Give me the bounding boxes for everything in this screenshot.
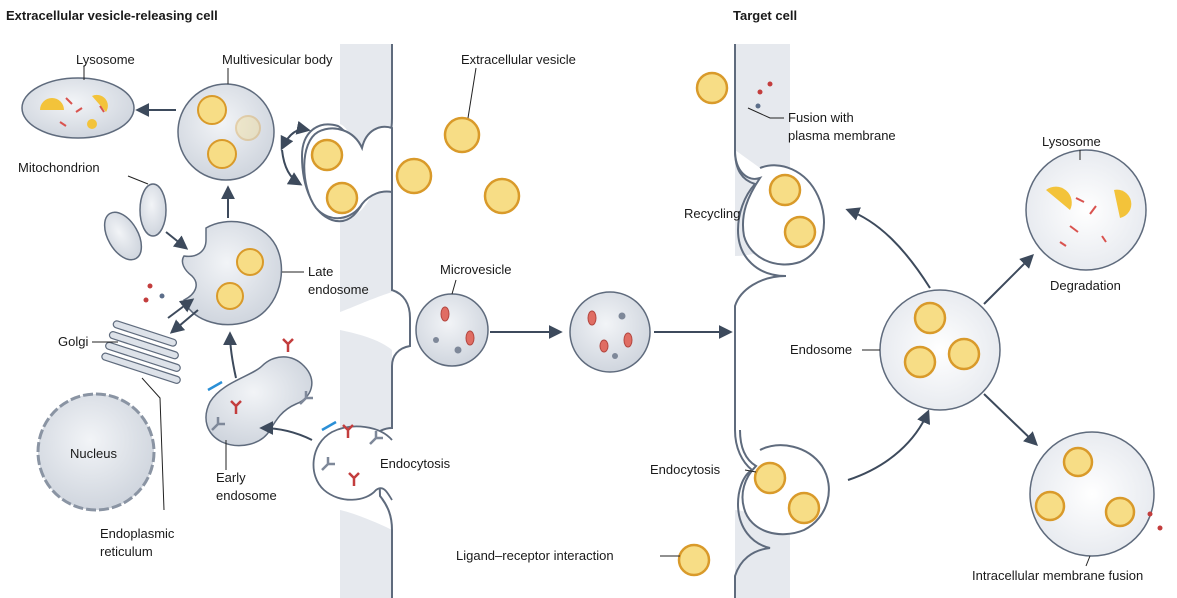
label-early-endosome-1: Early xyxy=(216,470,246,485)
label-endocytosis-left: Endocytosis xyxy=(380,456,451,471)
target-cell-header: Target cell xyxy=(733,8,797,23)
microvesicle-free xyxy=(569,291,651,373)
early-endosome xyxy=(205,356,313,447)
lysosome-left xyxy=(21,77,135,139)
cytoplasm-particles xyxy=(143,81,1163,531)
label-fusion-2: plasma membrane xyxy=(788,128,896,143)
receptors xyxy=(207,338,383,486)
microvesicle-budding xyxy=(415,293,489,367)
lysosome-fragments xyxy=(59,97,105,127)
lysosome-right-debris xyxy=(1046,186,1072,210)
microvesicle-cargo xyxy=(440,306,633,353)
target-cell-membrane-line xyxy=(734,44,787,598)
releasing-cell-header: Extracellular vesicle-releasing cell xyxy=(6,8,218,23)
lysosome-right-debris xyxy=(1114,189,1132,218)
label-endosome: Endosome xyxy=(790,342,852,357)
label-mitochondrion: Mitochondrion xyxy=(18,160,100,175)
label-endocytosis-right: Endocytosis xyxy=(650,462,721,477)
fusion-organelle-vesicles xyxy=(1034,446,1136,528)
microvesicle-dots xyxy=(433,312,626,359)
target-recycling-pocket xyxy=(734,149,825,266)
label-fusion-1: Fusion with xyxy=(788,110,854,125)
label-intracellular-fusion: Intracellular membrane fusion xyxy=(972,568,1143,583)
label-late-endosome-2: endosome xyxy=(308,282,369,297)
label-extracellular-vesicle: Extracellular vesicle xyxy=(461,52,576,67)
late-endosome-vesicles xyxy=(216,248,264,310)
label-lysosome-left: Lysosome xyxy=(76,52,135,67)
label-lysosome-right: Lysosome xyxy=(1042,134,1101,149)
extracellular-vesicles xyxy=(310,71,821,577)
label-multivesicular-body: Multivesicular body xyxy=(222,52,333,67)
lysosome-debris xyxy=(87,119,97,129)
leader-lines xyxy=(83,66,1091,567)
label-early-endosome-2: endosome xyxy=(216,488,277,503)
pathway-arrows xyxy=(135,103,1039,481)
label-recycling: Recycling xyxy=(684,206,740,221)
target-endosome-vesicles xyxy=(903,301,981,379)
label-degradation: Degradation xyxy=(1050,278,1121,293)
label-late-endosome-1: Late xyxy=(308,264,333,279)
label-microvesicle: Microvesicle xyxy=(440,262,512,277)
mitochondrion-1 xyxy=(139,183,167,237)
mvb-intraluminal-vesicles xyxy=(197,95,261,169)
label-golgi: Golgi xyxy=(58,334,88,349)
label-er-2: reticulum xyxy=(100,544,153,559)
label-nucleus: Nucleus xyxy=(70,446,117,461)
lysosome-debris xyxy=(92,94,108,112)
lysosome-right xyxy=(1025,149,1147,271)
endocytic-pocket-left xyxy=(312,425,393,501)
label-er-1: Endoplasmic xyxy=(100,526,175,541)
lysosome-debris xyxy=(40,98,64,110)
mitochondrion-2 xyxy=(103,211,143,261)
label-ligand-receptor: Ligand–receptor interaction xyxy=(456,548,614,563)
nucleus xyxy=(36,392,156,512)
lysosome-right-fragments xyxy=(1059,197,1107,247)
golgi xyxy=(101,320,181,384)
